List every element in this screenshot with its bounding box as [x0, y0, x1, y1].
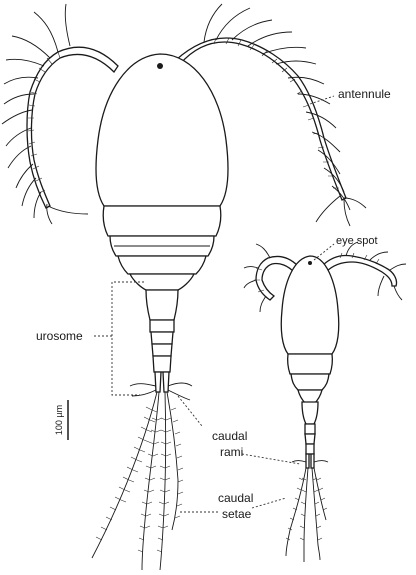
antennule-label: antennule — [338, 87, 391, 101]
scale-bar-label: 100 µm — [54, 405, 64, 435]
antennule-leader — [310, 96, 334, 104]
large-eye-spot — [157, 63, 163, 69]
small-cephalothorax — [281, 256, 339, 354]
caudal-rami-label-line2: rami — [220, 445, 243, 459]
small-caudal-ramus-right — [311, 454, 314, 468]
large-caudal-ramus-right — [163, 372, 169, 392]
caudal-setae-label-line1: caudal — [218, 491, 253, 505]
scale-bar: 100 µm — [54, 400, 68, 440]
urosome-bracket — [112, 282, 144, 395]
small-caudal-setae — [286, 468, 327, 562]
caudal-rami-label-line1: caudal — [212, 429, 247, 443]
eye-spot-label: eye spot — [336, 235, 378, 247]
small-copepod — [244, 242, 406, 562]
large-caudal-ramus-left — [155, 372, 161, 392]
caudal-setae-leader-small — [252, 498, 286, 508]
large-cephalothorax — [96, 54, 228, 206]
caudal-setae-label-line2: setae — [222, 507, 252, 521]
large-thoracic-segments — [103, 206, 221, 290]
small-caudal-ramus-left — [306, 454, 309, 468]
small-eye-spot — [308, 261, 312, 265]
caudal-rami-leader-large — [178, 396, 202, 426]
urosome-label: urosome — [36, 329, 83, 343]
small-thoracic-segments — [288, 354, 333, 404]
caudal-rami-leader-small — [242, 454, 300, 464]
large-urosome-segments — [130, 290, 192, 400]
small-urosome-segments — [292, 402, 328, 468]
large-caudal-setae — [92, 392, 183, 570]
